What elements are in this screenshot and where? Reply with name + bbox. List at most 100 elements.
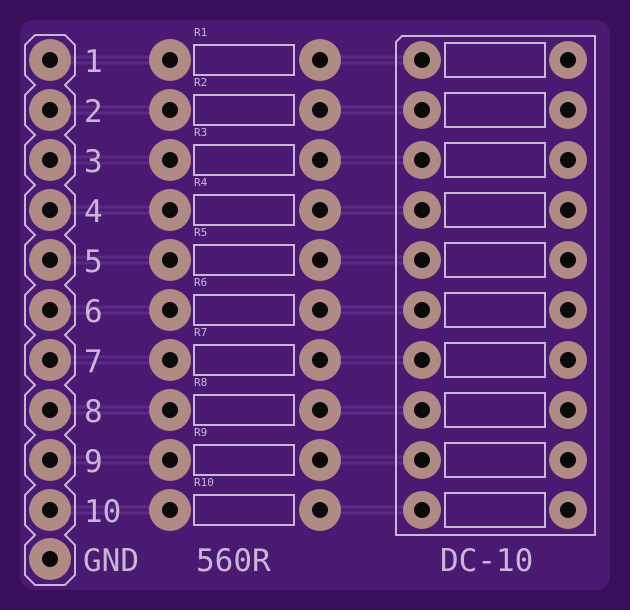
resistor-pad bbox=[299, 439, 341, 481]
pin-number-label: 3 bbox=[84, 144, 103, 180]
header-pad bbox=[29, 389, 71, 431]
resistor-ref-label: R8 bbox=[194, 376, 207, 389]
header-pad bbox=[29, 289, 71, 331]
switch-pad bbox=[549, 91, 587, 129]
header-silkscreen-outline bbox=[24, 34, 76, 586]
component-row: 8 R8 bbox=[29, 376, 587, 431]
resistor-body bbox=[193, 44, 295, 76]
resistor-pad bbox=[149, 139, 191, 181]
switch-body bbox=[444, 242, 546, 278]
resistor-ref-label: R9 bbox=[194, 426, 207, 439]
switch-body bbox=[444, 442, 546, 478]
switch-pad bbox=[549, 191, 587, 229]
switch-body bbox=[444, 492, 546, 528]
switch-body bbox=[444, 142, 546, 178]
switch-silkscreen-outline bbox=[395, 35, 596, 536]
switch-pad bbox=[403, 141, 441, 179]
resistor-ref-label: R4 bbox=[194, 176, 208, 189]
header-pad bbox=[29, 139, 71, 181]
component-rows: 1R1 2 R2 3 R3 4 R4 5 R5 6R6 7 R7 8 R8 9 R9 10 R10 bbox=[29, 26, 587, 531]
pin-number-label: 2 bbox=[84, 94, 103, 130]
switch-pad bbox=[403, 291, 441, 329]
resistor-body bbox=[193, 494, 295, 526]
resistor-pad bbox=[299, 39, 341, 81]
resistor-pad bbox=[299, 189, 341, 231]
resistor-body bbox=[193, 94, 295, 126]
component-row: 5 R5 bbox=[29, 226, 587, 281]
component-row: 4 R4 bbox=[29, 176, 587, 231]
resistor-body bbox=[193, 394, 295, 426]
header-pad bbox=[29, 239, 71, 281]
component-row: 10 R10 bbox=[29, 476, 587, 531]
resistor-pad bbox=[299, 89, 341, 131]
resistor-pad bbox=[149, 89, 191, 131]
switch-body bbox=[444, 292, 546, 328]
header-pad bbox=[29, 189, 71, 231]
resistor-ref-label: R7 bbox=[194, 326, 207, 339]
resistor-ref-label: R3 bbox=[194, 126, 207, 139]
pin-number-label: 10 bbox=[84, 494, 121, 530]
switch-pad bbox=[549, 491, 587, 529]
component-row: 6R6 bbox=[29, 276, 587, 331]
resistor-body bbox=[193, 144, 295, 176]
switch-pad bbox=[403, 391, 441, 429]
header-pad bbox=[29, 339, 71, 381]
switch-pad bbox=[549, 141, 587, 179]
resistor-pad bbox=[299, 239, 341, 281]
resistor-pad bbox=[149, 439, 191, 481]
switch-pad bbox=[403, 91, 441, 129]
switch-pad bbox=[549, 391, 587, 429]
switch-body bbox=[444, 392, 546, 428]
resistor-pad bbox=[299, 289, 341, 331]
switch-pad bbox=[403, 241, 441, 279]
switch-pad bbox=[403, 191, 441, 229]
pin-number-label: 7 bbox=[84, 344, 103, 380]
resistor-ref-label: R10 bbox=[194, 476, 214, 489]
component-row: 2 R2 bbox=[29, 76, 587, 131]
resistor-pad bbox=[299, 489, 341, 531]
switch-pad bbox=[403, 341, 441, 379]
resistor-ref-label: R2 bbox=[194, 76, 207, 89]
component-row: 3 R3 bbox=[29, 126, 587, 181]
component-row: 9 R9 bbox=[29, 426, 587, 481]
resistor-pad bbox=[149, 489, 191, 531]
pin-number-label: 5 bbox=[84, 244, 103, 280]
switch-pad bbox=[549, 341, 587, 379]
gnd-label: GND bbox=[83, 543, 139, 579]
pin-number-label: 1 bbox=[84, 44, 103, 80]
switch-body bbox=[444, 92, 546, 128]
component-row: 1R1 bbox=[29, 26, 587, 81]
pin-number-label: 6 bbox=[84, 294, 103, 330]
switch-pad bbox=[549, 241, 587, 279]
resistor-body bbox=[193, 244, 295, 276]
resistor-pad bbox=[299, 339, 341, 381]
resistor-ref-label: R5 bbox=[194, 226, 207, 239]
header-pad bbox=[29, 489, 71, 531]
resistor-value-label: 560R bbox=[196, 543, 271, 579]
resistor-pad bbox=[149, 39, 191, 81]
switch-pad bbox=[549, 441, 587, 479]
resistor-pad bbox=[149, 189, 191, 231]
resistor-pad bbox=[149, 339, 191, 381]
switch-body bbox=[444, 192, 546, 228]
resistor-pad bbox=[149, 389, 191, 431]
resistor-body bbox=[193, 444, 295, 476]
switch-body bbox=[444, 342, 546, 378]
switch-pad bbox=[403, 491, 441, 529]
header-pad bbox=[29, 39, 71, 81]
pin-number-label: 4 bbox=[84, 194, 103, 230]
resistor-body bbox=[193, 344, 295, 376]
resistor-pad bbox=[149, 289, 191, 331]
switch-label: DC-10 bbox=[440, 543, 533, 579]
resistor-body bbox=[193, 194, 295, 226]
resistor-pad bbox=[149, 239, 191, 281]
resistor-pad bbox=[299, 139, 341, 181]
switch-body bbox=[444, 42, 546, 78]
pin-number-label: 8 bbox=[84, 394, 103, 430]
pin-number-label: 9 bbox=[84, 444, 103, 480]
switch-pad bbox=[403, 41, 441, 79]
switch-pad bbox=[549, 291, 587, 329]
switch-pad bbox=[549, 41, 587, 79]
resistor-pad bbox=[299, 389, 341, 431]
